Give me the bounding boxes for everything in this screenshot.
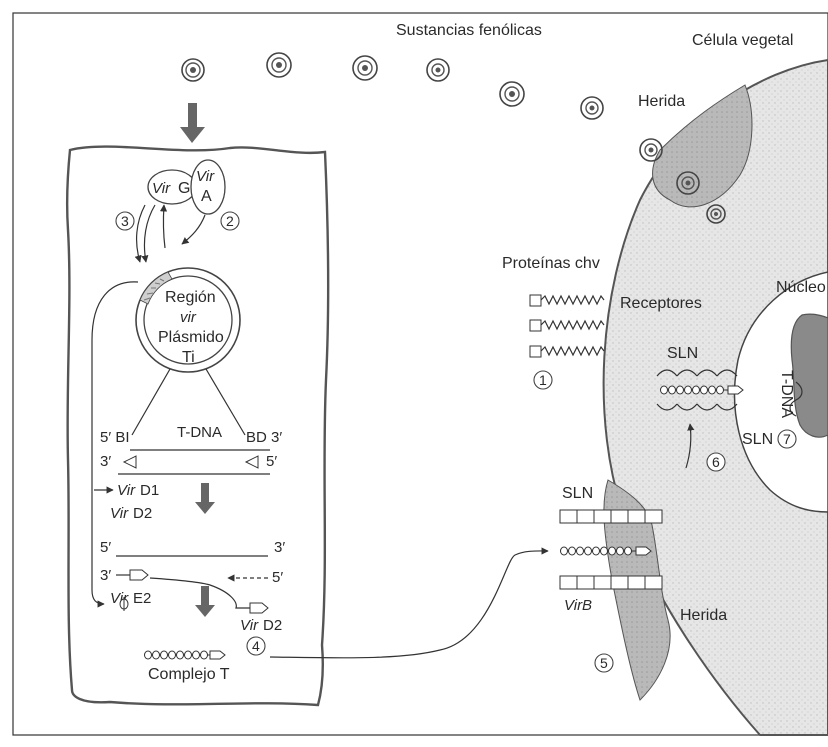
label-bd-3prime: BD 3′ — [246, 429, 282, 446]
entry-arrow — [180, 103, 205, 143]
vir-a-protein: Vir A — [191, 160, 225, 214]
label-5prime-ss2: 5′ — [272, 569, 283, 586]
vir-d1-label-italic: Vir — [117, 482, 136, 499]
t-complex-transit — [560, 547, 651, 555]
label-3prime-ss: 3′ — [274, 539, 285, 556]
vir-g-label-letter: G — [178, 180, 190, 197]
border-left-triangle — [124, 456, 136, 468]
step-3-marker: 3 — [116, 212, 134, 230]
label-5prime-right: 5′ — [266, 453, 277, 470]
label-wound-bottom: Herida — [680, 607, 727, 624]
vir-d2b-label-rest: D2 — [263, 617, 282, 634]
label-5prime-ss: 5′ — [100, 539, 111, 556]
virb-channel-bottom — [560, 576, 662, 589]
vir-d2b-label-italic: Vir — [240, 617, 259, 634]
label-tdna-nucleus: T-DNA — [778, 370, 795, 418]
label-5prime-bi: 5′ BI — [100, 429, 130, 446]
signaling-arrows — [137, 205, 205, 262]
plasmid-label-ti: Ti — [182, 349, 195, 366]
t-complex-in-cell — [660, 386, 743, 394]
export-arrow — [270, 551, 548, 658]
chv-protein-row-1 — [530, 295, 604, 306]
vir-e2-label-rest: E2 — [133, 590, 151, 607]
phenolic-spiral — [427, 59, 449, 81]
label-tdna: T-DNA — [177, 424, 222, 441]
chv-protein-row-3 — [530, 346, 604, 357]
virb-channel-top — [560, 510, 662, 523]
phenolic-spiral — [353, 56, 377, 80]
step-3-number: 3 — [121, 213, 129, 229]
step-2-number: 2 — [226, 213, 234, 229]
vir-a-label-letter: A — [201, 188, 212, 205]
vir-d1-label-rest: D1 — [140, 482, 159, 499]
step-4-marker: 4 — [247, 637, 265, 655]
vir-a-label-italic: Vir — [196, 168, 215, 185]
phenolic-spiral — [500, 82, 524, 106]
label-wound-top: Herida — [638, 93, 685, 110]
label-sln-top: SLN — [667, 345, 698, 362]
label-3prime-ss2: 3′ — [100, 567, 111, 584]
phenolic-spiral — [182, 59, 204, 81]
step-1-marker: 1 — [534, 371, 552, 389]
label-nucleus: Núcleo — [776, 279, 826, 296]
chv-protein-row-2 — [530, 320, 604, 331]
border-right-triangle — [246, 456, 258, 468]
process-arrow-1 — [195, 483, 215, 514]
step-2-marker: 2 — [221, 212, 239, 230]
vir-d2-label-italic: Vir — [110, 505, 129, 522]
ti-plasmid: Región vir Plásmido Ti — [136, 268, 240, 372]
label-plant-cell: Célula vegetal — [692, 32, 793, 49]
phenolic-spiral — [581, 97, 603, 119]
step-1-number: 1 — [539, 372, 547, 388]
label-phenolics: Sustancias fenólicas — [396, 22, 542, 39]
label-chv-proteins: Proteínas chv — [502, 255, 600, 272]
released-strand — [150, 578, 250, 608]
label-sln-left: SLN — [562, 485, 593, 502]
vir-d2-cap-left — [130, 570, 148, 580]
step-4-number: 4 — [252, 638, 260, 654]
step-6-number: 6 — [712, 454, 720, 470]
plasmid-label-region: Región — [165, 289, 216, 306]
vir-d2-label-rest: D2 — [133, 505, 152, 522]
label-virb: VirB — [564, 597, 592, 614]
step-6-marker: 6 — [707, 453, 725, 471]
step-7-number: 7 — [783, 431, 791, 447]
plasmid-label-vir: vir — [180, 309, 197, 326]
label-receptors: Receptores — [620, 295, 702, 312]
tdna-excision-left — [132, 369, 170, 435]
phenolic-spiral — [640, 139, 662, 161]
plasmid-label-plasmid: Plásmido — [158, 329, 224, 346]
vir-g-protein: Vir G — [148, 170, 196, 204]
label-complex-t: Complejo T — [148, 666, 230, 683]
label-sln-right: SLN — [742, 431, 773, 448]
t-complex — [144, 651, 225, 659]
vir-g-label-italic: Vir — [152, 180, 171, 197]
label-3prime-left: 3′ — [100, 453, 111, 470]
step-5-marker: 5 — [595, 654, 613, 672]
step-7-marker: 7 — [778, 430, 796, 448]
process-arrow-2 — [195, 586, 215, 617]
step-5-number: 5 — [600, 655, 608, 671]
phenolic-spiral — [267, 53, 291, 77]
vir-d2-cap-right — [250, 603, 268, 613]
